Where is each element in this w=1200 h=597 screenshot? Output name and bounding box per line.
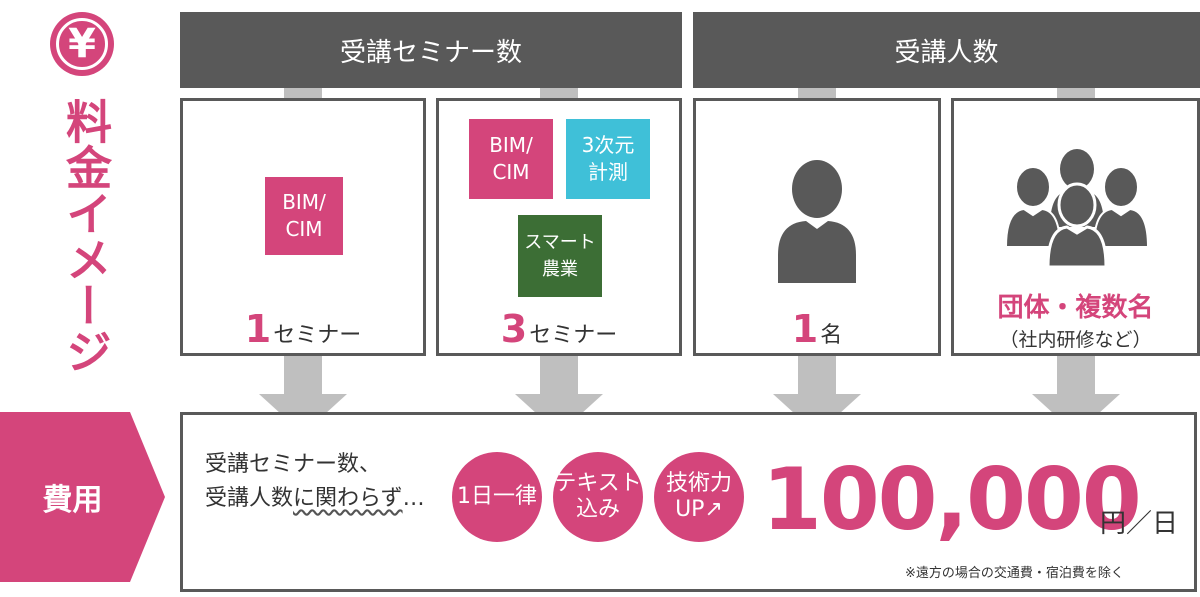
cost-desc-line2: 受講人数に関わらず… — [205, 486, 425, 511]
option-number: 1 — [791, 307, 819, 351]
tag-3d-measurement: 3次元 計測 — [566, 119, 650, 199]
yen-symbol: ¥ — [68, 21, 96, 67]
person-icon — [778, 160, 856, 283]
group-title: 団体・複数名 — [997, 293, 1154, 323]
option-three-seminars: BIM/ CIM 3次元 計測 スマート 農業 3 セミナー — [436, 98, 682, 356]
badge-flat-rate: 1日一律 — [452, 452, 542, 542]
connector — [1057, 88, 1095, 100]
option-group: 団体・複数名 （社内研修など） — [951, 98, 1200, 356]
yen-icon: ¥ — [50, 12, 114, 76]
price-value: 100,000 — [762, 450, 1142, 550]
tag-smart-agriculture: スマート 農業 — [518, 215, 602, 297]
badge-text-included: テキスト 込み — [553, 452, 643, 542]
header-participant-count: 受講人数 — [693, 12, 1200, 88]
option-one-seminar: BIM/ CIM 1 セミナー — [180, 98, 426, 356]
option-number: 1 — [244, 307, 272, 351]
option-number: 3 — [500, 307, 528, 351]
connector — [284, 88, 322, 100]
option-suffix: 名 — [820, 323, 843, 348]
badge-skill-up: 技術力 UP↗ — [654, 452, 744, 542]
price-unit: 円／日 — [1100, 509, 1179, 539]
header-seminar-count: 受講セミナー数 — [180, 12, 682, 88]
cost-desc-line1: 受講セミナー数、 — [205, 452, 382, 477]
option-suffix: セミナー — [273, 323, 362, 348]
connector — [798, 88, 836, 100]
cost-label: 費用 — [0, 412, 165, 582]
connector — [540, 88, 578, 100]
option-label: 3 セミナー — [439, 307, 679, 351]
option-label: 1 セミナー — [183, 307, 423, 351]
tag-bim-cim: BIM/ CIM — [469, 119, 553, 199]
group-subtitle: （社内研修など） — [999, 329, 1152, 351]
option-one-person: 1 名 — [693, 98, 941, 356]
cost-description: 受講セミナー数、 受講人数に関わらず… — [205, 448, 425, 516]
option-suffix: セミナー — [529, 323, 618, 348]
option-label: 1 名 — [696, 307, 938, 351]
side-title: 料金イメージ — [59, 98, 113, 374]
cost-note: ※遠方の場合の交通費・宿泊費を除く — [905, 566, 1124, 581]
tag-bim-cim: BIM/ CIM — [265, 177, 343, 255]
group-icon — [1006, 149, 1148, 267]
